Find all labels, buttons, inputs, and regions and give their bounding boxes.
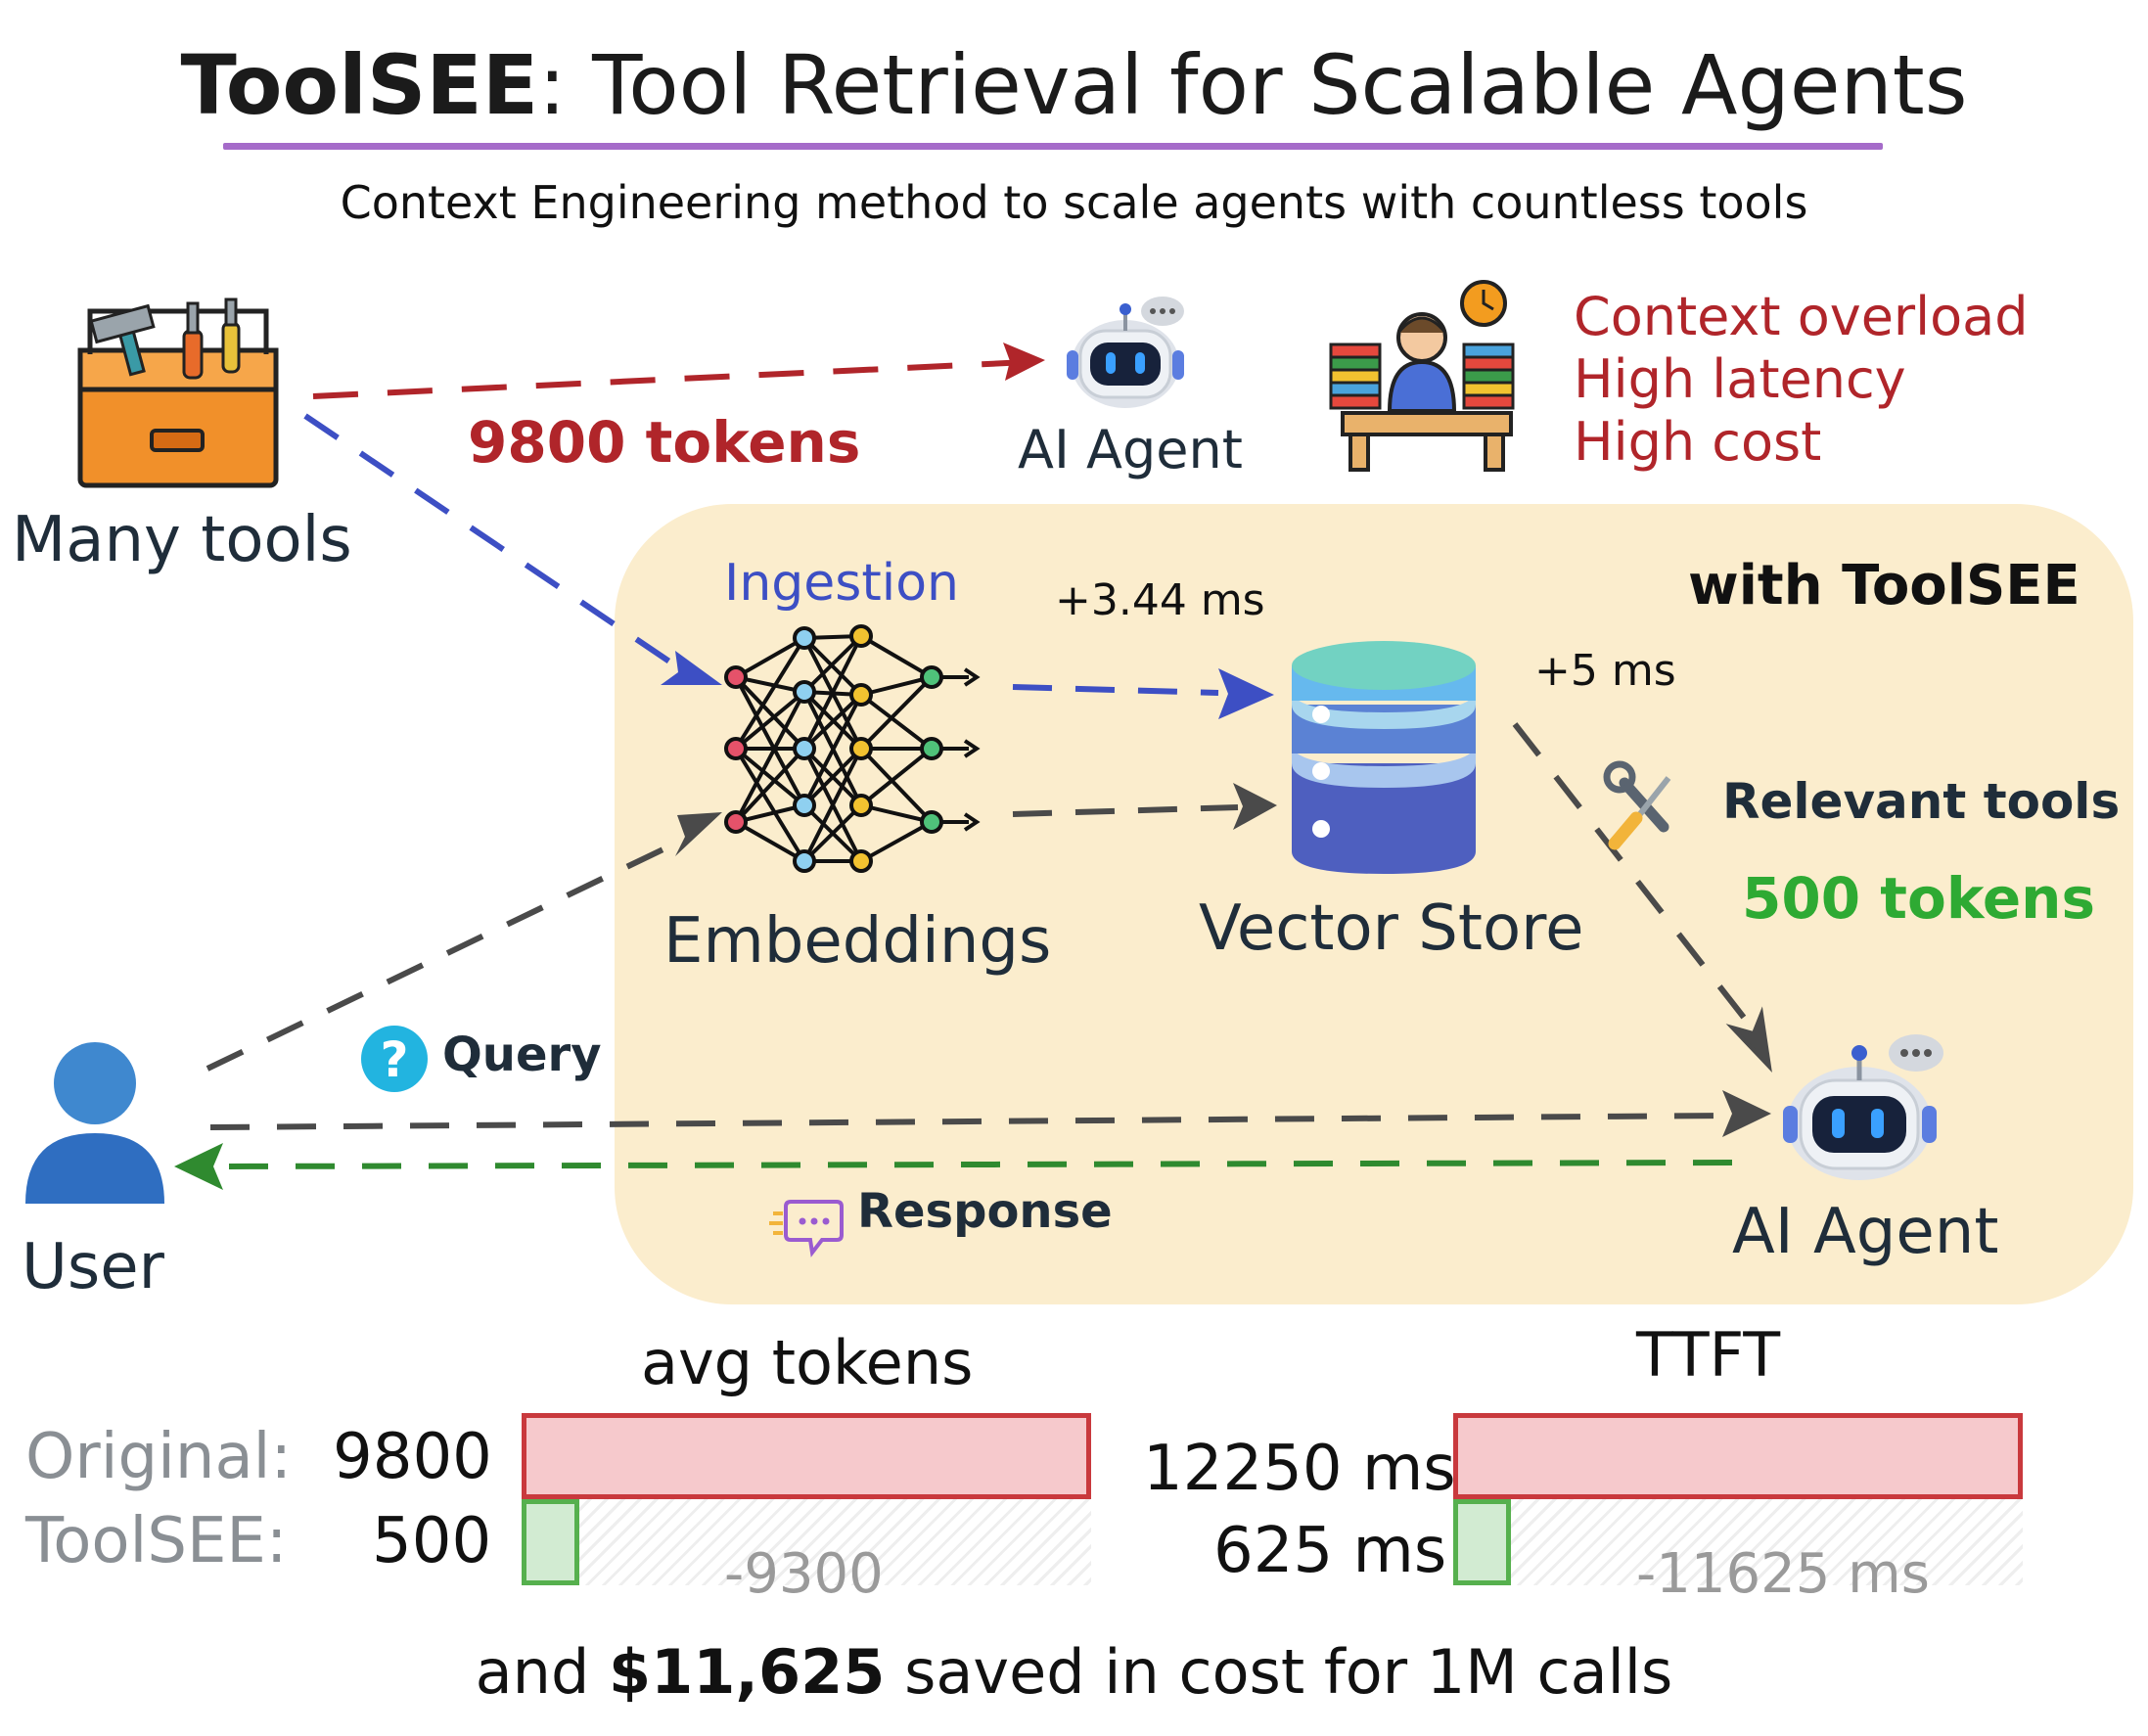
page-title: ToolSEE: Tool Retrieval for Scalable Age… <box>0 37 2148 133</box>
issue-0: Context overload <box>1574 286 2029 347</box>
title-underline <box>223 143 1883 150</box>
original-ttft-value: 12250 ms <box>1143 1433 1456 1505</box>
tokens-bar-toolsee <box>522 1499 580 1585</box>
embeddings-label: Embeddings <box>663 905 1052 978</box>
issue-1: High latency <box>1574 348 1906 410</box>
title-bold: ToolSEE <box>180 37 539 133</box>
footer-post: saved in cost for 1M calls <box>885 1636 1673 1708</box>
response-label: Response <box>857 1184 1113 1239</box>
many-tools-label: Many tools <box>12 504 352 576</box>
ttft-bar-toolsee <box>1453 1499 1512 1585</box>
panel-heading: with ToolSEE <box>1688 554 2080 617</box>
latency-embed-label: +3.44 ms <box>1055 575 1265 625</box>
arrow-green-response <box>219 1160 1733 1169</box>
arrow-gray-query <box>206 841 677 1072</box>
title-rest: : Tool Retrieval for Scalable Agents <box>538 37 1968 133</box>
tools-icon <box>1603 760 1671 850</box>
ttft-bar-track <box>1453 1499 2023 1585</box>
latency-store-label: +5 ms <box>1534 646 1676 696</box>
tokens-original-label: 9800 tokens <box>468 409 861 476</box>
toolsee-tokens-value: 500 <box>372 1505 492 1577</box>
toolsee-row-label: ToolSEE: <box>25 1505 288 1577</box>
original-row-label: Original: <box>25 1421 292 1493</box>
footer-amount: $11,625 <box>609 1636 886 1708</box>
database-icon <box>1292 641 1476 874</box>
query-label: Query <box>442 1028 602 1082</box>
issue-2: High cost <box>1574 411 1822 473</box>
arrowhead-blue-2 <box>1218 668 1274 719</box>
arrow-blue-ingestion <box>303 413 677 668</box>
overloaded-person-icon <box>1329 280 1515 472</box>
svg-text:?: ? <box>380 1031 408 1088</box>
original-tokens-value: 9800 <box>333 1421 492 1493</box>
vector-store-label: Vector Store <box>1199 892 1584 965</box>
toolbox-icon <box>77 297 279 488</box>
arrow-blue-store <box>1012 684 1219 696</box>
footer-savings: and $11,625 saved in cost for 1M calls <box>0 1636 2148 1708</box>
agent-top-label: AI Agent <box>1018 419 1243 480</box>
robot-icon-bottom <box>1783 1034 1943 1180</box>
agent-bottom-label: AI Agent <box>1732 1196 1999 1268</box>
question-icon: ? <box>361 1026 428 1092</box>
subtitle: Context Engineering method to scale agen… <box>340 176 1808 229</box>
arrowhead-gray-3 <box>1725 1006 1772 1073</box>
arrow-gray-store <box>1012 804 1239 817</box>
tokens-bar-original <box>522 1413 1091 1499</box>
ttft-diff-label: -11625 ms <box>1636 1542 1930 1606</box>
ttft-title: TTFT <box>1636 1319 1781 1391</box>
arrow-red-direct <box>312 359 1028 399</box>
arrowhead-gray-2 <box>1233 783 1277 830</box>
arrowhead-gray-4 <box>1722 1090 1771 1137</box>
toolsee-ttft-value: 625 ms <box>1213 1515 1447 1587</box>
neural-network-icon <box>724 624 981 873</box>
ttft-bar-original <box>1453 1413 2023 1499</box>
tokens-diff-label: -9300 <box>724 1542 884 1606</box>
robot-icon-top <box>1067 297 1184 408</box>
arrow-gray-user-agent <box>209 1113 1723 1130</box>
arrowhead-red <box>1003 343 1045 381</box>
tokens-bar-track <box>522 1499 1091 1585</box>
arrowhead-green <box>174 1143 223 1190</box>
chat-icon <box>769 1200 844 1257</box>
user-icon <box>25 1042 164 1204</box>
arrowhead-blue-1 <box>661 651 722 685</box>
user-label: User <box>22 1231 164 1303</box>
ingestion-label: Ingestion <box>724 554 959 613</box>
tokens-toolsee-label: 500 tokens <box>1742 865 2095 932</box>
footer-pre: and <box>475 1636 610 1708</box>
relevant-tools-label: Relevant tools <box>1722 773 2121 830</box>
arrowhead-gray-1 <box>675 812 722 856</box>
avg-tokens-title: avg tokens <box>641 1327 974 1398</box>
